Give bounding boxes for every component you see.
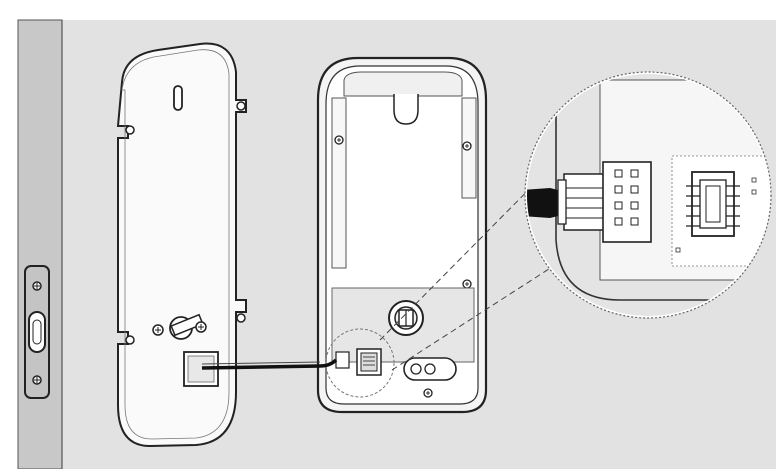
plate-tab-hole-top-right: [236, 101, 246, 111]
plate-tab-hole-top-left: [125, 125, 135, 135]
plate-tab-hole-bottom-left: [125, 335, 135, 345]
mounting-plate: [116, 42, 247, 448]
connector-plug: [563, 173, 609, 231]
wire-bundle-end: [527, 188, 566, 218]
wire-harness: [201, 358, 338, 370]
lock-body-interior: [316, 56, 488, 414]
plate-tab-hole-bottom-right: [236, 313, 246, 323]
spindle-tailpiece: [170, 313, 204, 337]
socket-pins: [686, 185, 740, 227]
header-pin-grid: [614, 169, 639, 226]
small-connector-plug: [335, 351, 350, 369]
detail-focus-circle: [325, 328, 395, 398]
door-edge-latch-plate: [24, 265, 50, 399]
connector-magnified-view: [524, 71, 772, 319]
housing-keyhole-notch: [393, 94, 419, 125]
connector-header: [602, 161, 652, 243]
plate-keyhole-slot: [173, 85, 183, 111]
latch-bolt-slot: [28, 311, 46, 353]
